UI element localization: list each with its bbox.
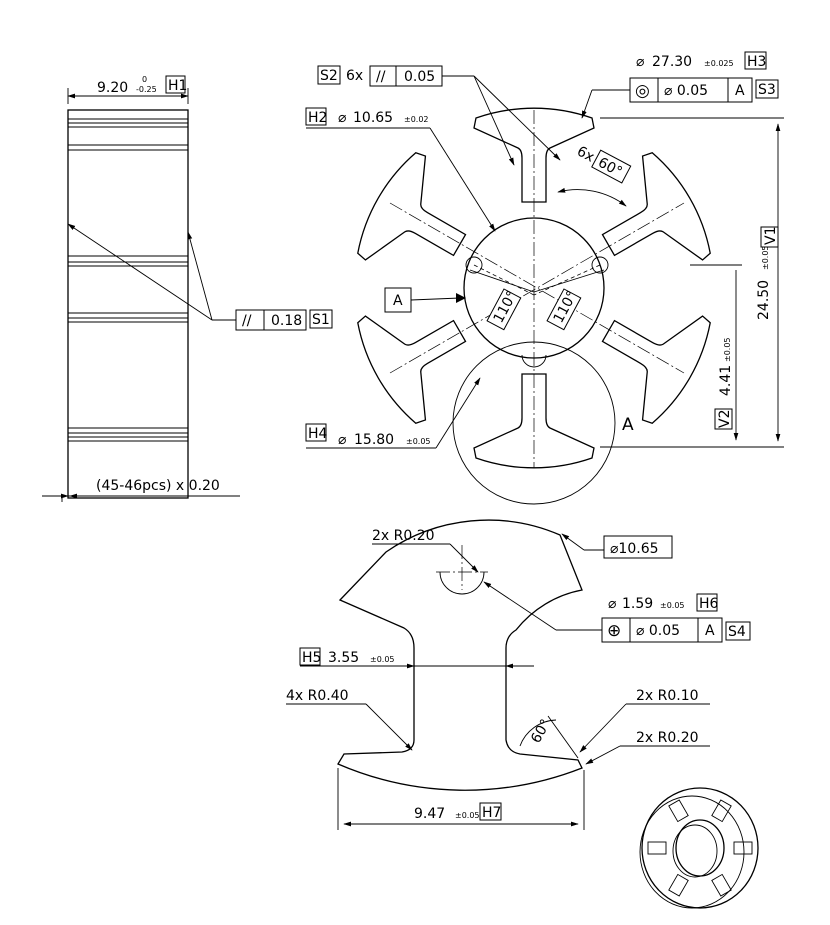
stator-tooth-4 — [473, 373, 595, 469]
circle-dia-tol: ±0.05 — [406, 437, 431, 446]
hole-dia-tag: H6 — [699, 596, 719, 612]
parallel-symbol: // — [376, 69, 386, 85]
view-label: A — [622, 415, 634, 435]
offset-tol: ±0.05 — [723, 337, 732, 362]
position-tag: S4 — [728, 624, 746, 640]
front-view: S2 6x // 0.05 ⌀ 27.30 ±0.025 H3 ◎ ⌀ 0.05… — [305, 51, 784, 505]
concentricity-datum: A — [735, 83, 745, 99]
radius-top: 2x R0.20 — [372, 528, 435, 544]
bore-dia-tol: ±0.02 — [404, 115, 429, 124]
parallel-tag: S2 — [320, 68, 338, 84]
span-value: 9.47 — [414, 806, 445, 822]
parallel-frame: // 0.05 — [369, 65, 443, 87]
isometric-view — [639, 787, 759, 909]
lamination-stack-outline — [67, 109, 189, 499]
circle-dia-symbol: ⌀ — [338, 432, 347, 448]
locating-hole-bottom — [521, 354, 547, 368]
stator-tooth-5 — [357, 315, 467, 424]
detail-view: 2x R0.20 ⌀10.65 ⌀ 1.59 ±0.05 H6 ⊕ ⌀ 0.05… — [286, 519, 751, 830]
height-tol: ±0.05 — [761, 245, 770, 270]
bore-dia-symbol: ⌀ — [338, 110, 347, 126]
parallelism-tag: S1 — [312, 312, 330, 328]
span-tol: ±0.05 — [455, 811, 480, 820]
circle-dia-value: 15.80 — [354, 432, 394, 448]
diagonal-centerline-b — [389, 202, 685, 374]
side-view: 9.20 0 -0.25 H1 // 0.18 S1 (45-46pcs) x … — [42, 75, 333, 502]
concentricity-frame: ◎ ⌀ 0.05 A — [629, 77, 753, 103]
position-symbol: ⊕ — [607, 621, 621, 641]
bore-dia-tag: H2 — [308, 110, 327, 126]
stack-grooves — [68, 118, 188, 442]
tip-angle: 60° — [528, 717, 554, 747]
angle-110-left-frame: 110° — [486, 288, 522, 331]
stator-tooth-1 — [473, 107, 595, 203]
outer-reference-circle — [452, 341, 616, 505]
datum-label: A — [393, 293, 403, 309]
outer-dia-value: 27.30 — [652, 54, 692, 70]
position-frame: ⊕ ⌀ 0.05 A — [601, 617, 723, 643]
radius-tip-b: 2x R0.20 — [636, 730, 699, 746]
outer-dia-symbol: ⌀ — [636, 54, 645, 70]
stack-note: (45-46pcs) x 0.20 — [96, 478, 220, 494]
height-tag: V1 — [763, 227, 779, 245]
bore-reference: ⌀10.65 — [610, 541, 659, 557]
iso-slot-6 — [668, 799, 689, 823]
neck-width-value: 3.55 — [328, 650, 359, 666]
hole-dia-tol: ±0.05 — [660, 601, 685, 610]
iso-slot-5 — [647, 841, 667, 855]
side-width-tol-lower: -0.25 — [136, 85, 157, 94]
tooth-hole — [439, 571, 485, 595]
span-tag: H7 — [482, 805, 501, 821]
offset-tag: V2 — [717, 410, 733, 428]
offset-value: 4.41 — [718, 365, 734, 396]
side-width-tag: H1 — [168, 78, 187, 94]
parallelism-symbol: // — [242, 313, 252, 329]
angle-110-right-frame: 110° — [546, 288, 582, 331]
isometric-slots — [647, 799, 753, 897]
parallelism-frame: // 0.18 — [235, 309, 307, 331]
neck-width-tag: H5 — [302, 650, 321, 666]
height-value: 24.50 — [756, 280, 772, 320]
stator-teeth — [357, 107, 711, 469]
iso-slot-1 — [711, 799, 732, 823]
stator-tooth-3 — [601, 315, 711, 424]
stator-tooth-2 — [601, 152, 711, 261]
locating-hole-right — [591, 256, 609, 274]
stator-tooth-6 — [357, 152, 467, 261]
iso-slot-4 — [668, 873, 689, 897]
iso-slot-2 — [733, 841, 753, 855]
hole-dia-value: 1.59 — [622, 596, 653, 612]
concentricity-tag: S3 — [758, 82, 776, 98]
side-width-tol-upper: 0 — [142, 75, 147, 84]
radius-tip-a: 2x R0.10 — [636, 688, 699, 704]
circle-dia-tag: H4 — [308, 426, 328, 442]
position-value: ⌀ 0.05 — [636, 623, 680, 639]
angle-callout: 6x 60° — [574, 143, 632, 184]
angle-count: 6x — [574, 143, 597, 165]
diagonal-centerline-a — [389, 202, 685, 374]
parallelism-value: 0.18 — [271, 313, 302, 329]
hole-dia-symbol: ⌀ — [608, 596, 617, 612]
concentricity-symbol: ◎ — [635, 81, 650, 101]
concentricity-value: ⌀ 0.05 — [664, 83, 708, 99]
bore-dia-value: 10.65 — [353, 110, 393, 126]
center-bore — [463, 217, 605, 359]
neck-width-tol: ±0.05 — [370, 655, 395, 664]
iso-slot-3 — [711, 873, 732, 897]
parallel-value: 0.05 — [404, 69, 435, 85]
side-width-value: 9.20 — [97, 80, 128, 96]
outer-dia-tol: ±0.025 — [704, 59, 734, 68]
locating-hole-left — [465, 256, 483, 274]
radius-neck: 4x R0.40 — [286, 688, 349, 704]
parallel-count: 6x — [346, 68, 363, 84]
position-datum: A — [705, 623, 715, 639]
outer-dia-tag: H3 — [747, 54, 766, 70]
